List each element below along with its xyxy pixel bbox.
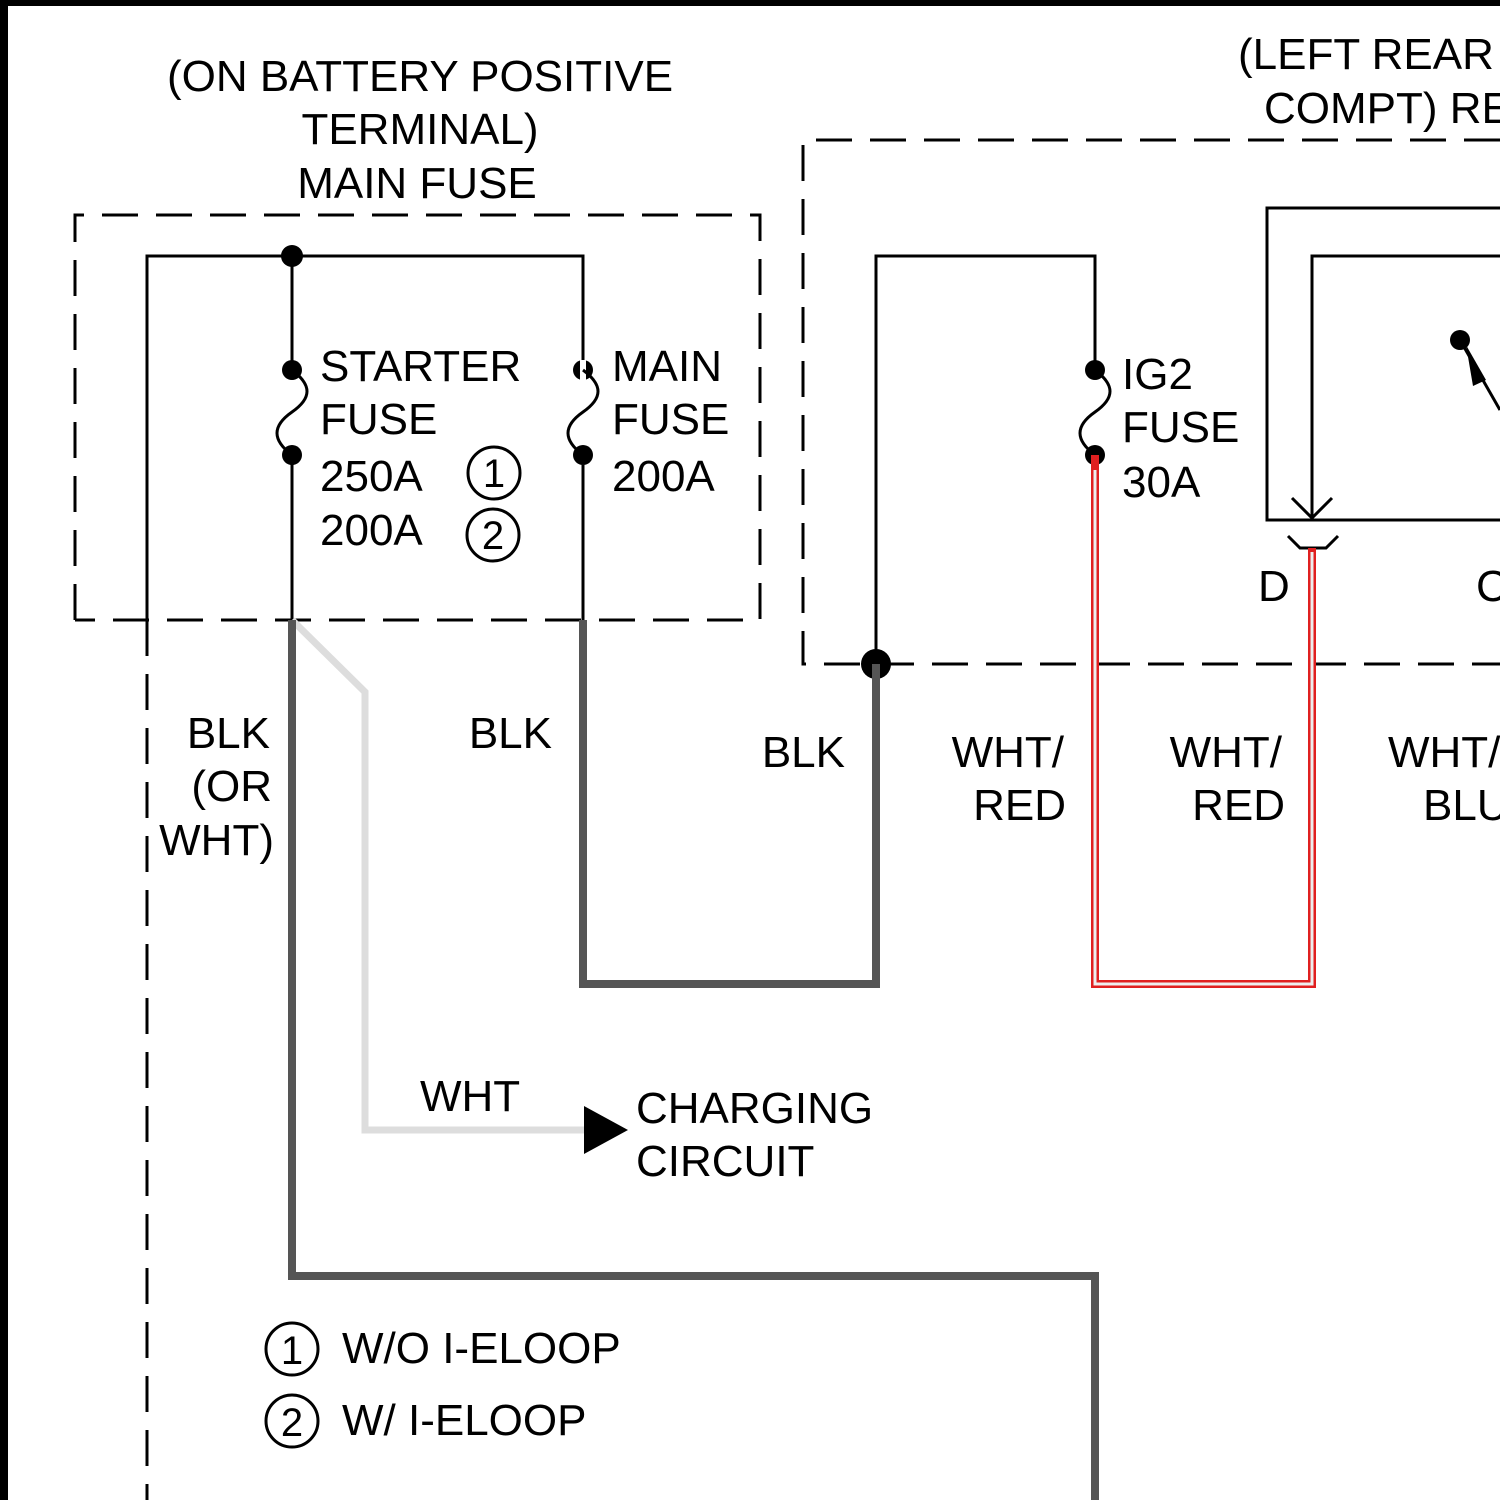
main-fuse-box-title: MAIN FUSE bbox=[297, 159, 537, 208]
starter-fuse-rating-1: 250A bbox=[320, 452, 423, 501]
wht-red-wire-core bbox=[1095, 470, 1312, 984]
ig2-fuse-label-line2: FUSE bbox=[1122, 403, 1239, 452]
variant-marker-1: 1 bbox=[483, 452, 505, 496]
wire-label-wht-red-1-line1: WHT/ bbox=[952, 728, 1065, 777]
wire-label-wht-blu-line2: BLU bbox=[1423, 781, 1500, 830]
main-fuse-rating: 200A bbox=[612, 452, 715, 501]
wht-red-wire-outline bbox=[1095, 455, 1312, 984]
charging-circuit-line2: CIRCUIT bbox=[636, 1137, 814, 1186]
terminal-c-label: C bbox=[1476, 562, 1500, 611]
relay-box-location-line1: (LEFT REAR bbox=[1238, 30, 1494, 79]
starter-fuse-symbol bbox=[277, 256, 307, 620]
charging-circuit-line1: CHARGING bbox=[636, 1084, 873, 1133]
wire-label-wht-blu-line1: WHT/ bbox=[1388, 728, 1500, 777]
legend: 1 W/O I-ELOOP 2 W/ I-ELOOP bbox=[266, 1323, 621, 1447]
wht-wire bbox=[292, 620, 586, 1130]
starter-fuse-label-line2: FUSE bbox=[320, 395, 437, 444]
relay-box-outline bbox=[803, 140, 1500, 664]
variant-marker-2: 2 bbox=[482, 514, 504, 558]
relay-switch-contact bbox=[1450, 330, 1500, 410]
blk-main-wire bbox=[583, 620, 876, 984]
wire-label-blk-relay: BLK bbox=[762, 728, 845, 777]
wire-label-wht-red-2-line2: RED bbox=[1192, 781, 1285, 830]
wire-label-blk-or-wht-line3: WHT) bbox=[159, 816, 274, 865]
ig2-fuse-label-line1: IG2 bbox=[1122, 350, 1193, 399]
terminal-d-label: D bbox=[1258, 562, 1290, 611]
starter-fuse-label-line1: STARTER bbox=[320, 342, 521, 391]
main-fuse-location-line2: TERMINAL) bbox=[301, 105, 538, 154]
relay-inner-line bbox=[1312, 256, 1500, 520]
main-fuse-location-line1: (ON BATTERY POSITIVE bbox=[167, 52, 673, 101]
main-fuse-box: (ON BATTERY POSITIVE TERMINAL) MAIN FUSE… bbox=[75, 52, 760, 620]
charging-circuit-arrow-icon bbox=[584, 1106, 628, 1154]
wire-label-wht-red-1-line2: RED bbox=[973, 781, 1066, 830]
legend-marker-1: 1 bbox=[281, 1329, 303, 1373]
main-fuse-label-line1: MAIN bbox=[612, 342, 722, 391]
relay-box: (LEFT REAR COMPT) RE IG2 FUSE 30A D C bbox=[803, 30, 1500, 679]
main-fuse-symbol bbox=[568, 360, 598, 465]
relay-box-location-line2: COMPT) RE bbox=[1264, 84, 1500, 133]
wire-label-wht-red-2-line1: WHT/ bbox=[1170, 728, 1283, 777]
wire-label-wht: WHT bbox=[420, 1072, 520, 1121]
legend-item-1-text: W/O I-ELOOP bbox=[342, 1324, 621, 1373]
starter-fuse-rating-2: 200A bbox=[320, 506, 423, 555]
ig2-fuse-rating: 30A bbox=[1122, 458, 1201, 507]
wire-label-blk-main: BLK bbox=[469, 709, 552, 758]
wire-label-blk-or-wht-line1: BLK bbox=[187, 709, 270, 758]
main-fuse-label-line2: FUSE bbox=[612, 395, 729, 444]
ig2-fuse-symbol bbox=[1080, 360, 1110, 465]
legend-marker-2: 2 bbox=[281, 1401, 303, 1445]
relay-box-bus bbox=[876, 256, 1095, 664]
wire-label-blk-or-wht-line2: (OR bbox=[191, 762, 272, 811]
legend-item-2-text: W/ I-ELOOP bbox=[342, 1396, 586, 1445]
